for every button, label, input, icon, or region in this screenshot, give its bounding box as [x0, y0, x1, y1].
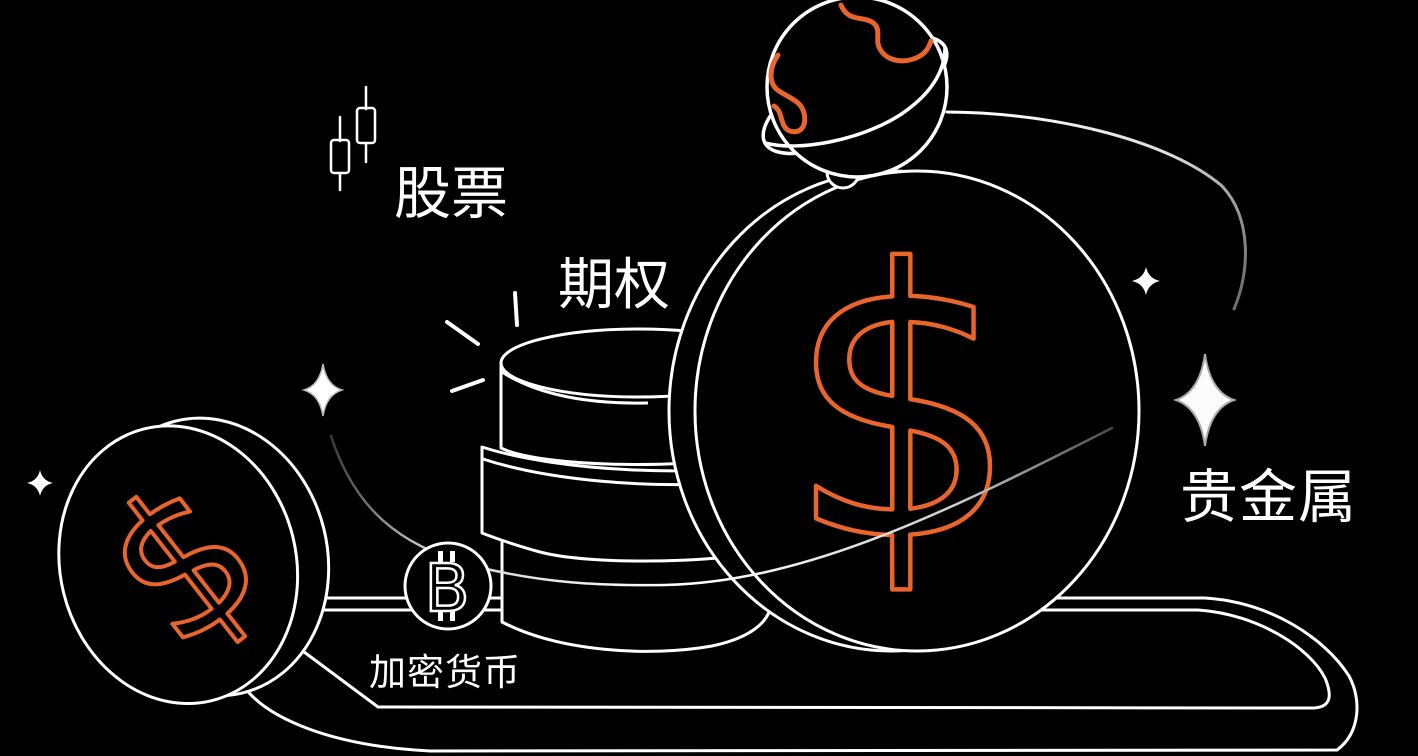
sparkle-large-icon — [1172, 353, 1238, 447]
bitcoin-icon: B — [403, 541, 493, 631]
candlestick-chart-icon — [329, 85, 377, 192]
orbit-line-top — [945, 110, 1247, 311]
planet-ring-front — [763, 45, 947, 148]
bitcoin-b: B — [424, 550, 469, 627]
label-crypto: 加密货币 — [369, 651, 521, 694]
planet-continent-left — [768, 52, 808, 135]
dollar-coin-large-icon: $ — [667, 169, 1141, 653]
orbit-line-bottom — [329, 426, 1114, 587]
planet-icon — [761, 0, 949, 190]
label-precious-metals: 贵金属 — [1180, 463, 1358, 531]
shine-burst-icon — [445, 291, 519, 393]
sparkle-small-left-icon — [27, 470, 53, 496]
dollar-sign-large: $ — [785, 193, 1020, 623]
sparkle-icons — [27, 267, 1238, 496]
sparkle-small-right-icon — [1132, 267, 1160, 295]
planet-continent-top — [838, 2, 934, 64]
label-options: 期权 — [558, 253, 670, 318]
sparkle-medium-icon — [301, 363, 345, 417]
dollar-coin-small-icon: $ — [57, 416, 331, 706]
label-stocks: 股票 — [394, 161, 508, 227]
platform-icon — [243, 596, 1359, 753]
